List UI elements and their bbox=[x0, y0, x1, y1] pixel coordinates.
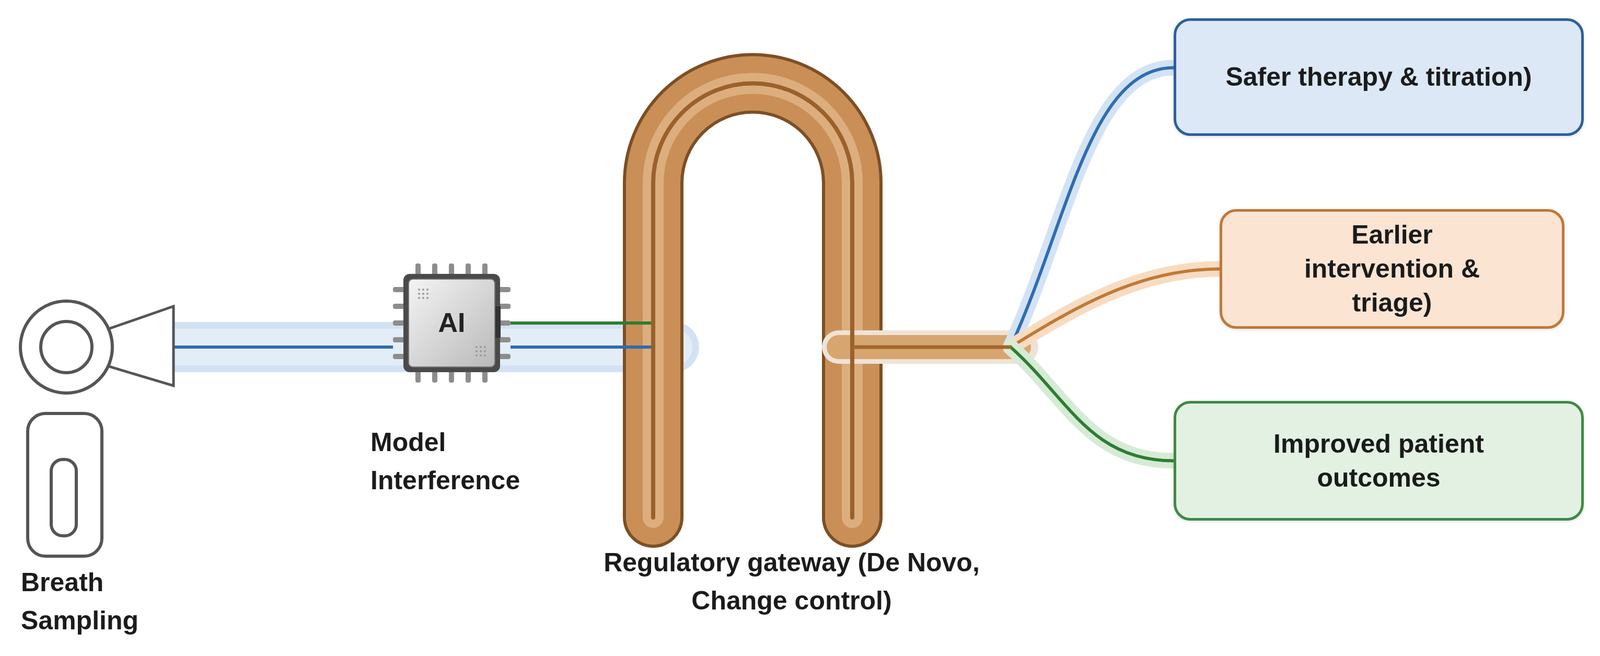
chip-dot bbox=[422, 288, 425, 291]
box-text: Improved patient outcomes bbox=[1243, 426, 1515, 495]
outcome-box: Earlier intervention & triage) bbox=[1219, 209, 1565, 329]
output-line bbox=[852, 345, 1012, 350]
pipe-halo bbox=[838, 330, 1022, 364]
mouthpiece bbox=[107, 306, 174, 386]
chip-dot bbox=[483, 345, 486, 349]
output-pipe bbox=[838, 334, 1019, 359]
gateway-pipe-edge bbox=[653, 83, 853, 518]
chip-dot bbox=[418, 296, 421, 299]
chip-dot bbox=[418, 292, 421, 295]
outcome-box: Improved patient outcomes bbox=[1173, 400, 1584, 521]
chip-dot bbox=[418, 288, 421, 291]
chip-dot bbox=[479, 345, 482, 349]
sampler-window bbox=[51, 459, 77, 536]
signal-line bbox=[168, 345, 393, 349]
box-text: Earlier intervention & triage) bbox=[1282, 217, 1502, 320]
chip-dot bbox=[426, 296, 429, 299]
flow-connector bbox=[510, 83, 1220, 348]
gateway-pipe-highlight bbox=[653, 83, 853, 518]
chip-dot bbox=[475, 350, 478, 353]
chip-dot bbox=[479, 354, 482, 357]
component-label: Breath Sampling bbox=[20, 563, 178, 640]
chip-dot bbox=[426, 292, 429, 295]
chip-dot bbox=[422, 296, 425, 299]
chip-dot bbox=[479, 350, 482, 353]
sampler-hole bbox=[40, 321, 92, 373]
sampler-ring bbox=[20, 300, 113, 393]
chip-dot bbox=[475, 354, 478, 357]
chip-dot bbox=[483, 354, 486, 357]
chip-dot bbox=[422, 292, 425, 295]
connector-halo bbox=[1010, 346, 1174, 461]
box-text: Safer therapy & titration) bbox=[1180, 60, 1578, 95]
ai-chip: AIModel Interference bbox=[392, 263, 511, 383]
gateway-pipe bbox=[653, 83, 853, 518]
chip-dot bbox=[475, 345, 478, 349]
signal-line bbox=[510, 345, 654, 349]
chip-notch bbox=[495, 306, 501, 338]
chip-face bbox=[408, 279, 495, 367]
component-label: Model Interference bbox=[370, 423, 580, 500]
sampler-device bbox=[27, 413, 102, 556]
connector-line bbox=[510, 83, 1220, 348]
gateway-center-line bbox=[653, 83, 853, 518]
outcome-box: Safer therapy & titration) bbox=[1173, 18, 1584, 136]
gateway-label: Regulatory gateway (De Novo, Change cont… bbox=[574, 543, 1009, 620]
chip-body bbox=[403, 273, 501, 373]
chip-dot bbox=[483, 350, 486, 353]
connector-halo bbox=[1010, 269, 1220, 348]
chip-dot bbox=[426, 288, 429, 291]
chip-label: AI bbox=[438, 305, 466, 341]
